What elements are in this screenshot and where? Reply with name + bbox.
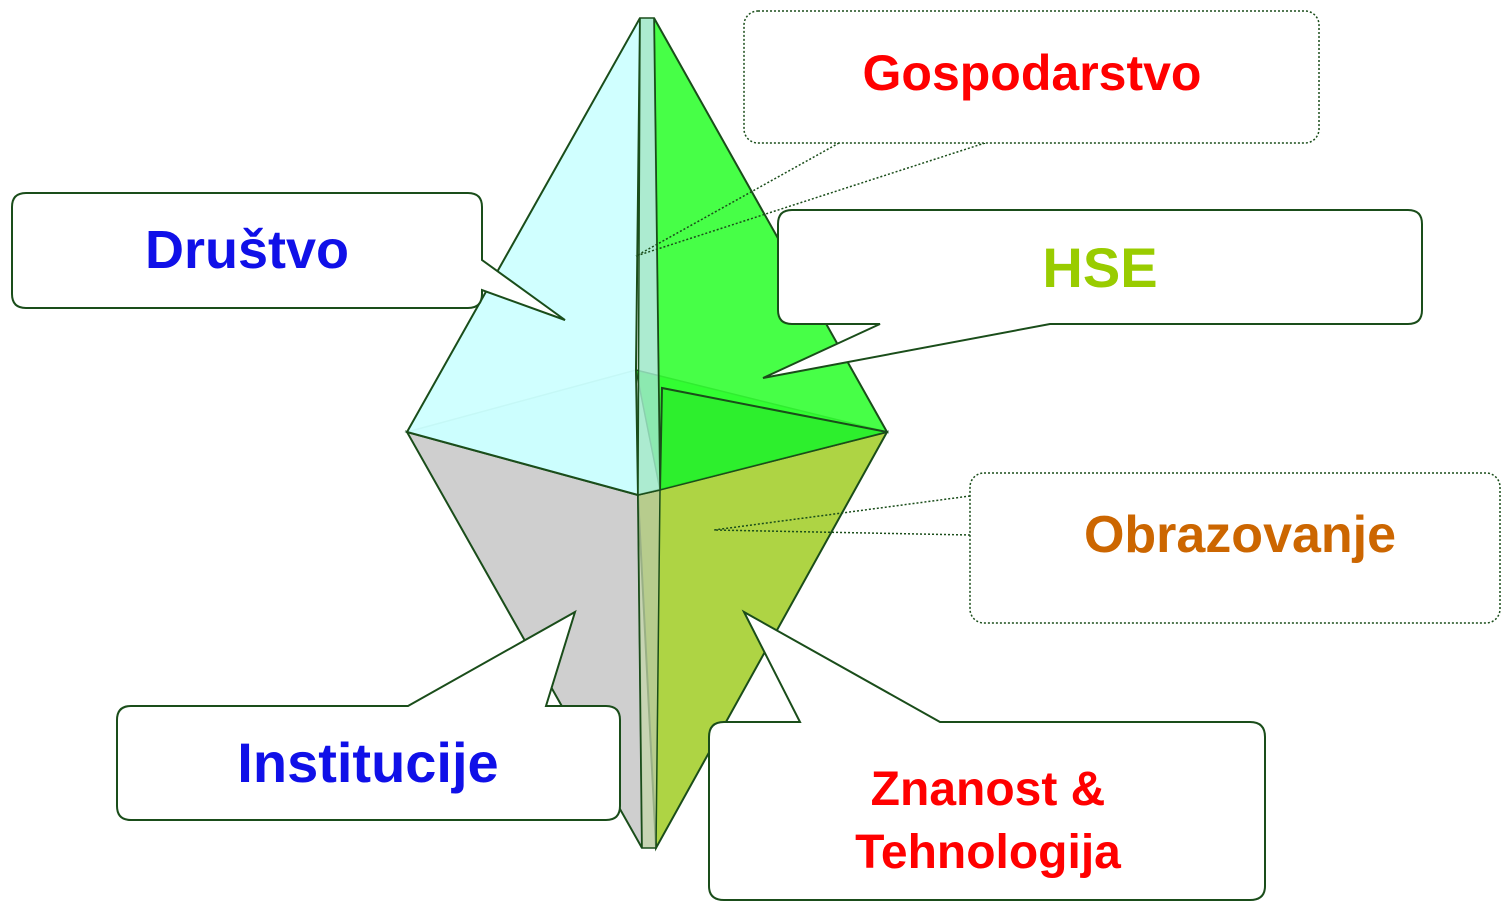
znanost-label-line1: Znanost & bbox=[871, 763, 1106, 816]
obrazovanje-leader bbox=[713, 495, 971, 531]
institucije-label: Institucije bbox=[237, 731, 498, 794]
drustvo-label: Društvo bbox=[145, 220, 349, 280]
drustvo-callout-box bbox=[11, 192, 566, 321]
face-upper-sliver bbox=[637, 17, 661, 496]
leader-lines bbox=[635, 142, 986, 536]
znanost-label-line2: Tehnologija bbox=[855, 826, 1121, 879]
znanost-callout-box bbox=[708, 609, 1266, 901]
obrazovanje-callout-box bbox=[969, 472, 1501, 624]
hse-label: HSE bbox=[1042, 236, 1157, 299]
hse-callout-box bbox=[762, 209, 1423, 379]
obrazovanje-label: Obrazovanje bbox=[1084, 506, 1396, 564]
gospodarstvo-leader bbox=[635, 142, 840, 257]
gospodarstvo-label: Gospodarstvo bbox=[863, 45, 1202, 101]
obrazovanje-leader-2 bbox=[713, 529, 971, 536]
gospodarstvo-callout-box bbox=[743, 10, 1320, 144]
institucije-callout-box bbox=[116, 609, 621, 821]
face-lower-sliver bbox=[637, 489, 661, 849]
gospodarstvo-leader-2 bbox=[635, 142, 986, 257]
